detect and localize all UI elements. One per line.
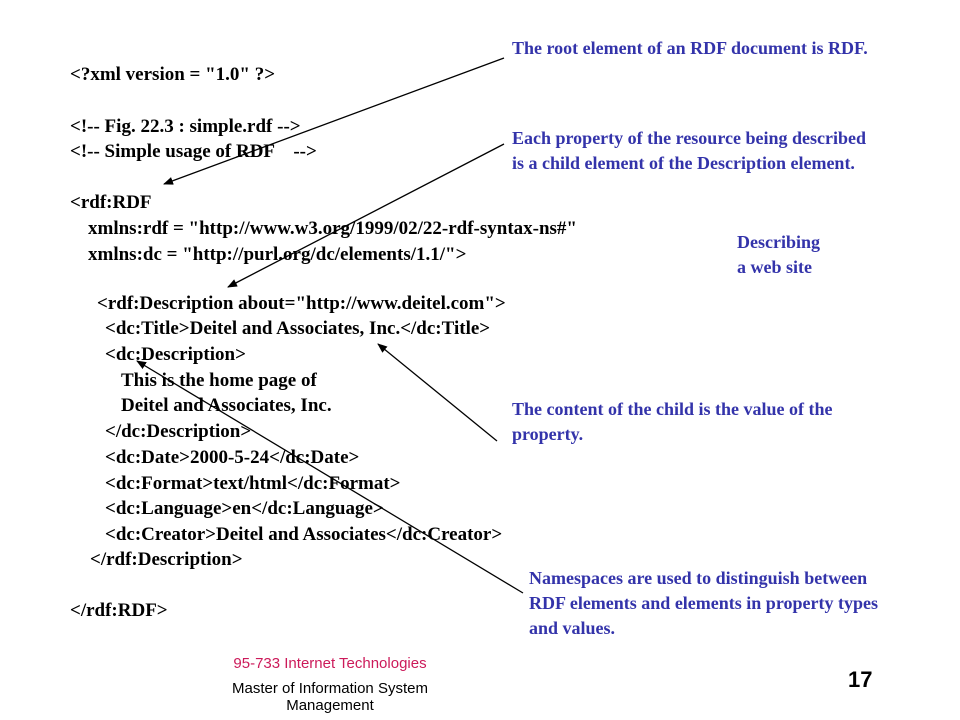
arrow-to-namespace-prefix [136,360,524,594]
code-line: <dc:Language>en</dc:Language> [105,498,384,519]
annotation-root-element: The root element of an RDF document is R… [512,38,868,58]
code-line: </rdf:RDF> [70,600,168,621]
footer-course: 95-733 Internet Technologies [233,655,427,672]
code-line: This is the home page of [121,370,317,391]
code-line: </dc:Description> [105,421,252,442]
code-line: <rdf:RDF [70,192,152,213]
footer-program: Master of Information System Management [232,680,428,714]
code-line: xmlns:dc = "http://purl.org/dc/elements/… [88,244,467,265]
code-line: </rdf:Description> [90,549,243,570]
arrow-to-description [227,143,505,288]
arrow-to-rdf-root [163,57,505,185]
code-line: <?xml version = "1.0" ?> [70,64,276,85]
code-line: <dc:Creator>Deitel and Associates</dc:Cr… [105,524,503,545]
annotation-property-child: Each property of the resource being desc… [512,128,866,173]
annotation-content-value: The content of the child is the value of… [512,399,833,444]
annotation-describing-site: Describing a web site [737,232,820,277]
page-number: 17 [848,667,873,692]
code-line: <dc:Description> [105,344,246,365]
code-line: <rdf:Description about="http://www.deite… [97,293,506,314]
code-line: xmlns:rdf = "http://www.w3.org/1999/02/2… [88,218,577,239]
annotation-namespaces: Namespaces are used to distinguish betwe… [529,568,878,638]
code-line: Deitel and Associates, Inc. [121,395,332,416]
code-line: <dc:Date>2000-5-24</dc:Date> [105,447,360,468]
code-line: <!-- Fig. 22.3 : simple.rdf --> [70,116,301,137]
code-line: <dc:Title>Deitel and Associates, Inc.</d… [105,318,491,339]
arrow-to-child-content [377,343,498,442]
code-line: <dc:Format>text/html</dc:Format> [105,473,401,494]
